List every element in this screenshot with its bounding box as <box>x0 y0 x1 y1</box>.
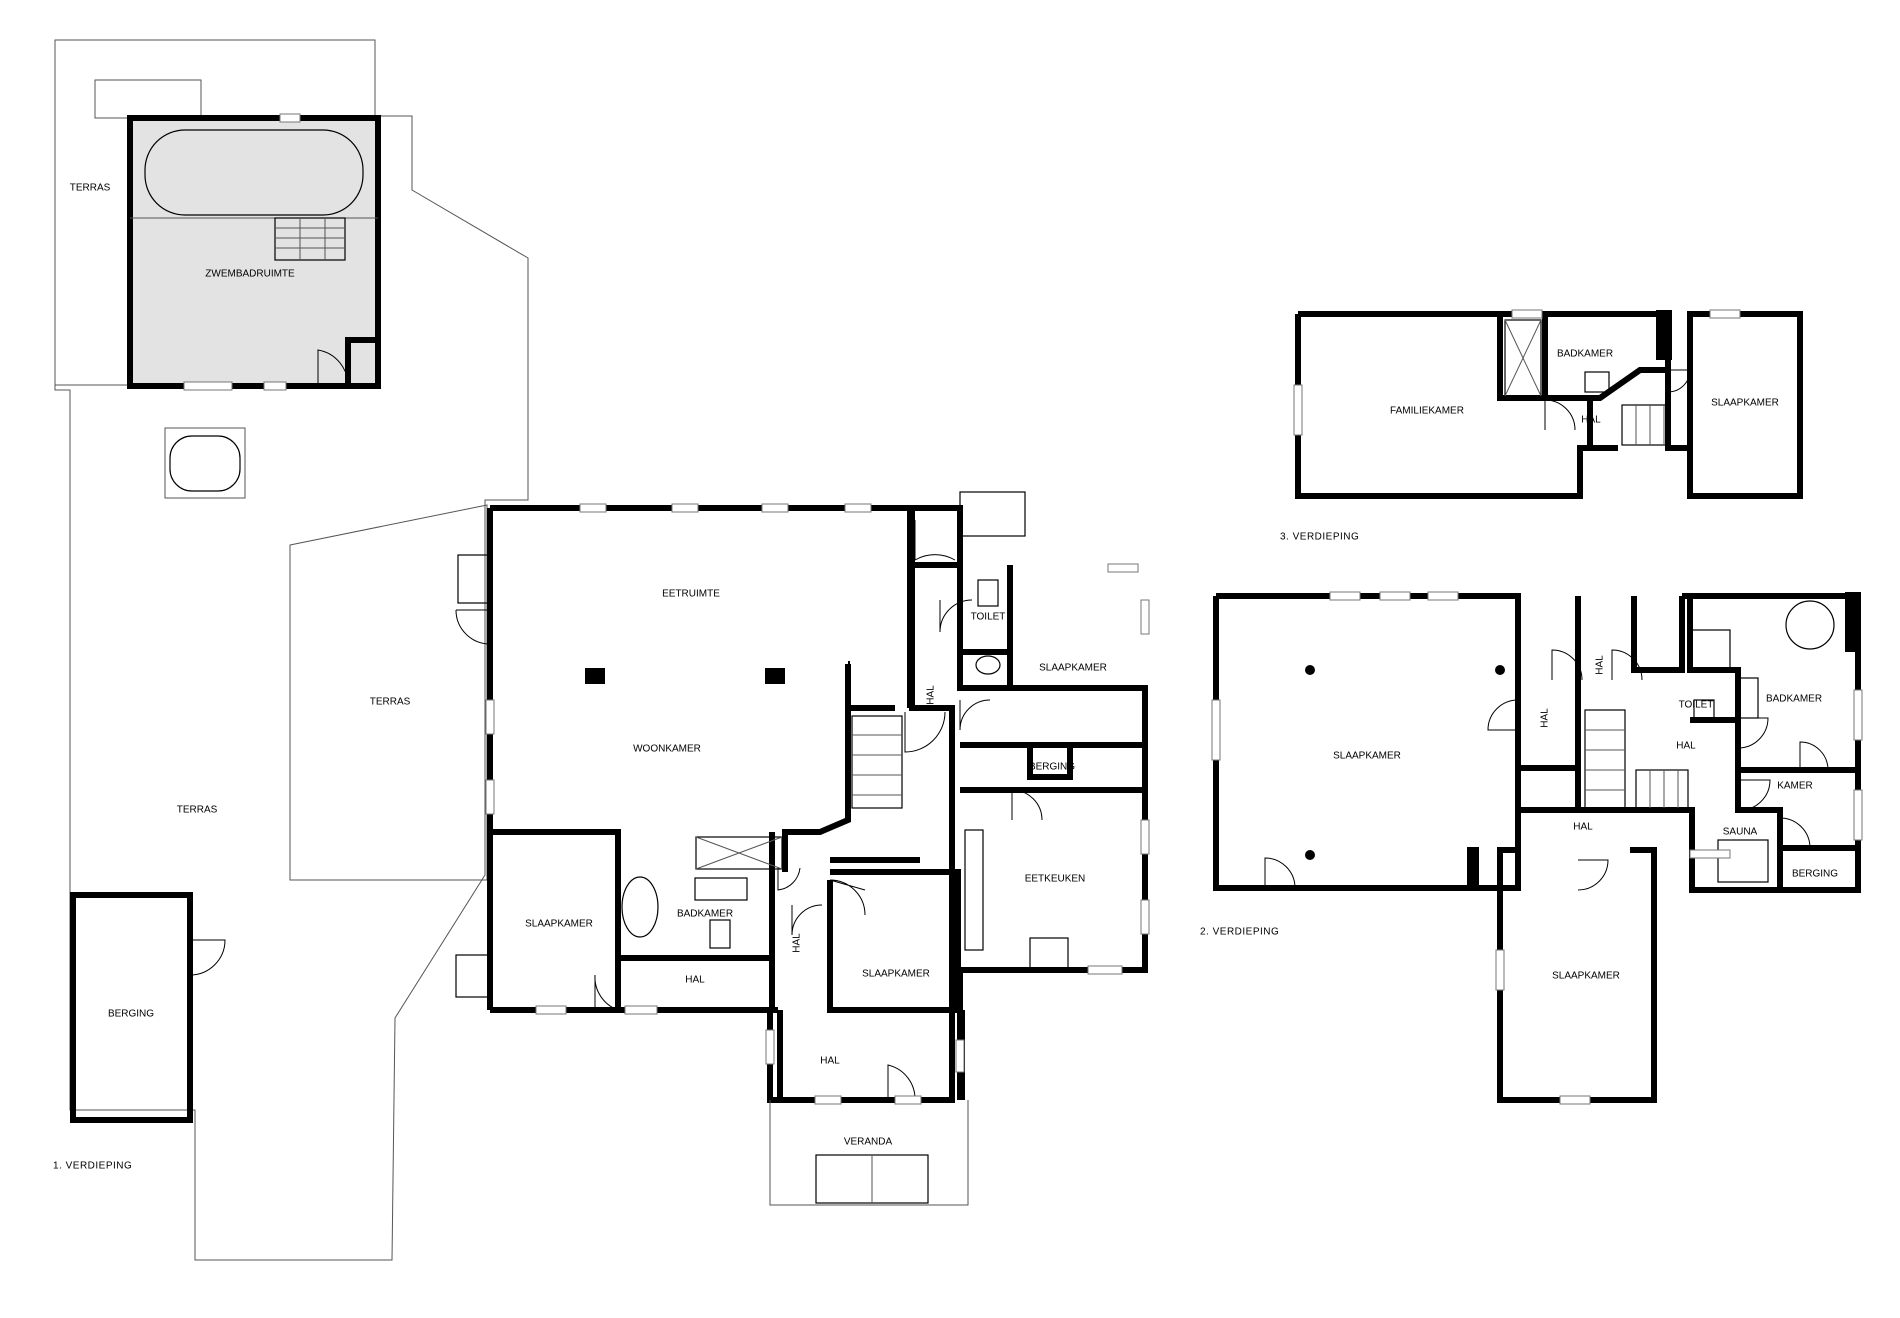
label-slaapkamer-ne: SLAAPKAMER <box>1039 663 1107 674</box>
kitchen-counter <box>964 829 984 951</box>
small-berging <box>1027 742 1073 780</box>
label-berging-outbuilding: BERGING <box>108 1009 154 1020</box>
label-hal-bath: HAL <box>685 975 705 986</box>
label-slaapkamer-2f-bottom: SLAAPKAMER <box>1552 971 1620 982</box>
label-slaapkamer-3f: SLAAPKAMER <box>1711 398 1779 409</box>
rear-steps <box>959 491 1026 537</box>
floor-label-second: 2. VERDIEPING <box>1200 927 1279 938</box>
label-terras-left: TERRAS <box>177 805 218 816</box>
toilet-2f <box>1693 699 1715 721</box>
kitchen-island <box>1029 937 1069 969</box>
label-berging-small: BERGING <box>1029 762 1075 773</box>
terrace-outline <box>54 39 529 1261</box>
label-hal-2f-small: HAL <box>1595 655 1606 675</box>
label-hal-vertical: HAL <box>926 685 937 705</box>
label-zwembadruimte: ZWEMBADRUIMTE <box>205 269 295 280</box>
third-floor <box>1293 309 1803 499</box>
label-familiekamer: FAMILIEKAMER <box>1390 406 1464 417</box>
toilet-bowl <box>977 579 999 607</box>
bath-toilet <box>709 919 731 949</box>
label-badkamer: BADKAMER <box>677 909 733 920</box>
hot-tub <box>169 435 241 492</box>
column <box>765 668 785 684</box>
berging-outbuilding <box>70 892 193 1123</box>
floor-label-first: 1. VERDIEPING <box>53 1161 132 1172</box>
label-hal-3f: HAL <box>1581 415 1601 426</box>
room-labels: TERRAS ZWEMBADRUIMTE TERRAS TERRAS BERGI… <box>53 183 1838 1172</box>
label-veranda: VERANDA <box>844 1137 893 1148</box>
side-steps <box>457 554 491 604</box>
label-badkamer-3f: BADKAMER <box>1557 349 1613 360</box>
shower <box>695 836 783 870</box>
pool-room-floor <box>130 118 378 386</box>
sauna-bench <box>1717 839 1769 883</box>
toilet-sink <box>975 655 1001 675</box>
side-steps <box>455 954 491 998</box>
label-hal-entry: HAL <box>820 1056 840 1067</box>
hot-tub-frame <box>164 427 246 499</box>
label-slaapkamer-w: SLAAPKAMER <box>525 919 593 930</box>
second-floor <box>1211 591 1863 1105</box>
label-eetkeuken: EETKEUKEN <box>1025 874 1086 885</box>
label-toilet: TOILET <box>971 612 1006 623</box>
label-sauna: SAUNA <box>1723 827 1758 838</box>
label-terras-top: TERRAS <box>70 183 111 194</box>
pool-stairs <box>274 217 346 261</box>
swimming-pool <box>144 129 364 216</box>
label-badkamer-2f: BADKAMER <box>1766 694 1822 705</box>
floor-label-third: 3. VERDIEPING <box>1280 532 1359 543</box>
label-kamer: KAMER <box>1777 781 1813 792</box>
veranda-outline <box>769 1100 969 1206</box>
sink-2f <box>1739 677 1759 719</box>
third-floor-stairs <box>1621 404 1669 446</box>
column <box>585 668 605 684</box>
label-slaapkamer-large: SLAAPKAMER <box>1333 751 1401 762</box>
label-hal-side: HAL <box>792 933 803 953</box>
shower-3f <box>1504 319 1542 397</box>
sink-3f <box>1584 371 1610 393</box>
label-berging-2f: BERGING <box>1792 869 1838 880</box>
label-woonkamer: WOONKAMER <box>633 744 701 755</box>
pool-room-closet <box>345 337 381 389</box>
main-stairs <box>851 715 903 809</box>
label-eetruimte: EETRUIMTE <box>662 589 720 600</box>
double-sink <box>694 877 748 901</box>
label-terras-middle: TERRAS <box>370 697 411 708</box>
pool-room-walls <box>127 115 381 389</box>
label-slaapkamer-s: SLAAPKAMER <box>862 969 930 980</box>
pool-deck-step <box>94 79 202 119</box>
corner-bath <box>1785 600 1835 650</box>
label-hal-2f-vertical: HAL <box>1540 708 1551 728</box>
first-floor <box>54 39 1150 1261</box>
bathtub <box>621 876 659 938</box>
label-toilet-2f: TOILET <box>1679 700 1714 711</box>
label-hal-2f-mid: HAL <box>1676 741 1696 752</box>
shower-2f <box>1689 629 1731 669</box>
second-floor-stairs <box>1584 709 1689 809</box>
label-hal-2f-bottom: HAL <box>1573 822 1593 833</box>
